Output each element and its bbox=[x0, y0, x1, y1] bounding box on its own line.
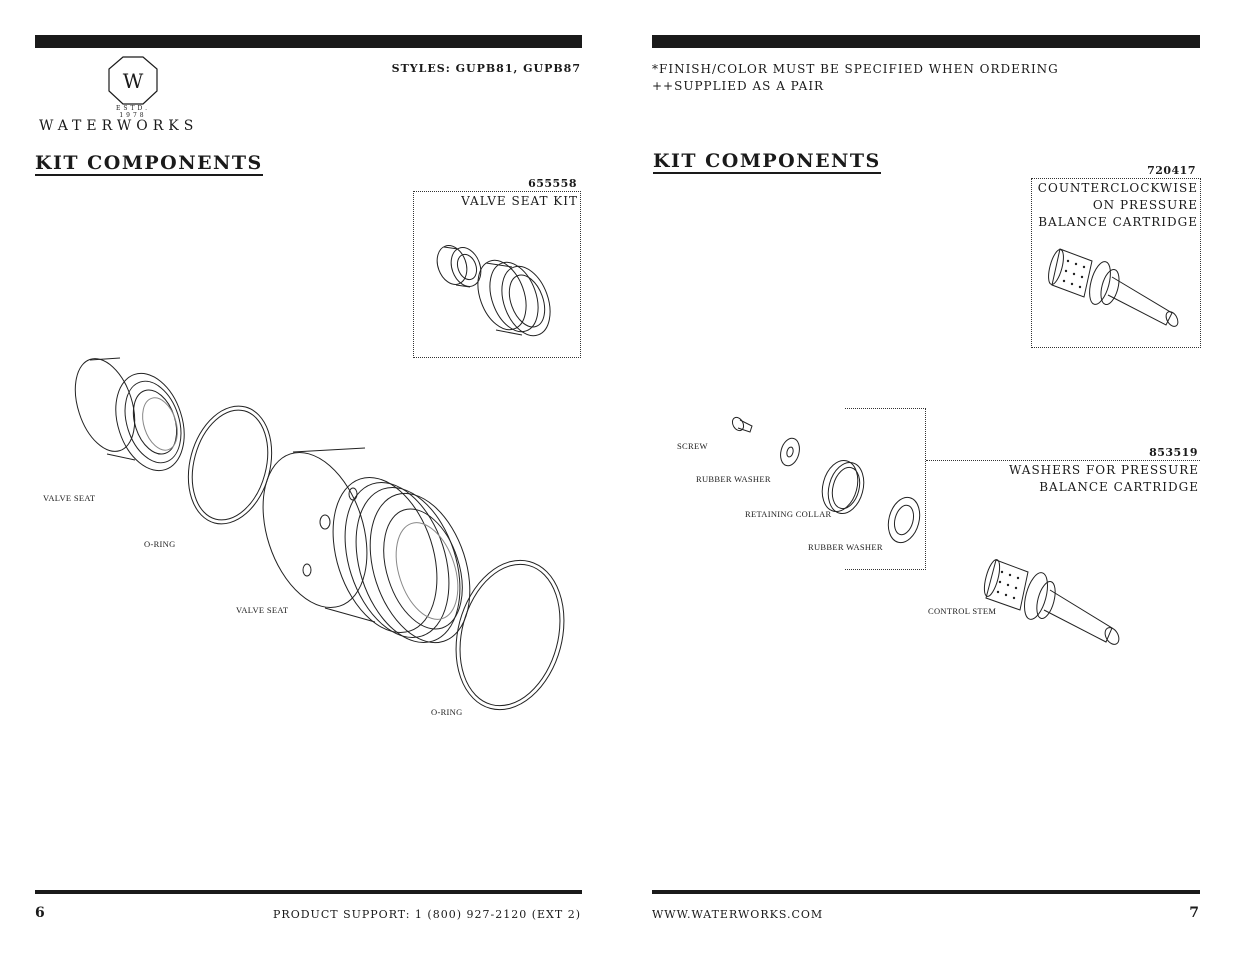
left-top-rule bbox=[35, 35, 582, 48]
cartridge-desc-line-1: COUNTERCLOCKWISE bbox=[1037, 181, 1198, 195]
washers-desc-line-2: BALANCE CARTRIDGE bbox=[1039, 480, 1199, 494]
logo-wordmark: WATERWORKS bbox=[39, 118, 199, 134]
washers-part-number: 853519 bbox=[1149, 446, 1198, 459]
waterworks-logo: W ESTD. 1978 WATERWORKS bbox=[35, 55, 235, 135]
cartridge-desc-line-3: BALANCE CARTRIDGE bbox=[1038, 215, 1198, 229]
logo-established: ESTD. 1978 bbox=[116, 105, 150, 119]
right-top-rule bbox=[652, 35, 1200, 48]
logo-octagon-icon: W bbox=[108, 56, 158, 105]
note-pair: ++SUPPLIED AS A PAIR bbox=[652, 79, 825, 93]
valve-seat-kit-box: VALVE SEAT KIT bbox=[413, 191, 581, 358]
washers-leader-line bbox=[926, 460, 1200, 461]
kit-part-number: 655558 bbox=[528, 177, 577, 190]
styles-label: STYLES: GUPB81, GUPB87 bbox=[391, 62, 581, 75]
washers-desc-line-1: WASHERS FOR PRESSURE bbox=[1009, 463, 1199, 477]
washers-callout-box bbox=[845, 408, 926, 570]
label-retaining-collar: RETAINING COLLAR bbox=[745, 509, 832, 519]
cartridge-desc-line-2: ON PRESSURE bbox=[1092, 198, 1198, 212]
label-valve-seat-2: VALVE SEAT bbox=[236, 605, 289, 615]
page-title-left: KIT COMPONENTS bbox=[35, 152, 263, 176]
page-number-left: 6 bbox=[35, 905, 45, 921]
left-footer-rule bbox=[35, 890, 582, 894]
svg-text:W: W bbox=[123, 69, 144, 93]
valve-seat-exploded-drawing bbox=[74, 357, 565, 711]
valve-seat-kit-thumbnail bbox=[436, 245, 551, 337]
product-support: PRODUCT SUPPORT: 1 (800) 927-2120 (EXT 2… bbox=[273, 908, 581, 921]
label-valve-seat-1: VALVE SEAT bbox=[43, 493, 96, 503]
cartridge-description: COUNTERCLOCKWISE ON PRESSURE BALANCE CAR… bbox=[1038, 180, 1198, 231]
label-rubber-washer-1: RUBBER WASHER bbox=[696, 474, 771, 484]
note-finish: *FINISH/COLOR MUST BE SPECIFIED WHEN ORD… bbox=[652, 62, 1059, 76]
kit-description: VALVE SEAT KIT bbox=[461, 194, 578, 208]
label-rubber-washer-2: RUBBER WASHER bbox=[808, 542, 883, 552]
cartridge-part-number: 720417 bbox=[1147, 164, 1196, 177]
washers-description: WASHERS FOR PRESSURE BALANCE CARTRIDGE bbox=[1009, 462, 1199, 496]
website: WWW.WATERWORKS.COM bbox=[652, 908, 824, 921]
page-title-right: KIT COMPONENTS bbox=[653, 150, 881, 174]
label-screw: SCREW bbox=[677, 441, 708, 451]
cartridge-box: COUNTERCLOCKWISE ON PRESSURE BALANCE CAR… bbox=[1031, 178, 1201, 348]
cartridge-thumbnail bbox=[1048, 248, 1179, 327]
label-o-ring-1: O-RING bbox=[144, 539, 176, 549]
label-o-ring-2: O-RING bbox=[431, 707, 463, 717]
cartridge-exploded-drawing bbox=[731, 416, 1120, 645]
page-number-right: 7 bbox=[1189, 905, 1199, 921]
right-footer-rule bbox=[652, 890, 1200, 894]
label-control-stem: CONTROL STEM bbox=[928, 606, 997, 616]
